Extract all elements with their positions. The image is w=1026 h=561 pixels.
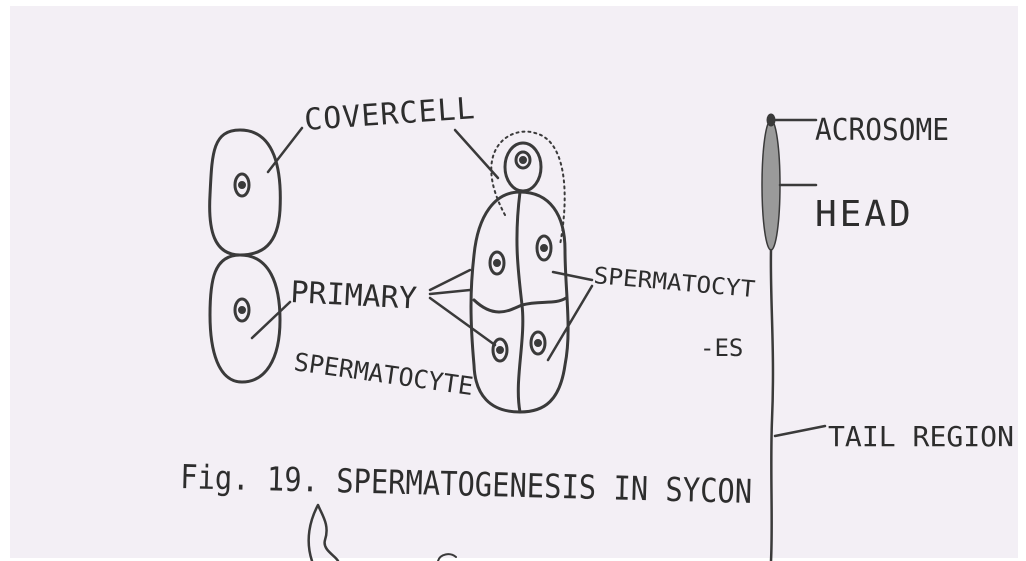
primary-pointer-right-3 [430, 298, 495, 345]
primary-pointer-left [252, 302, 290, 338]
primary-pointer-right-1 [430, 270, 470, 290]
spermatocytes-pointer-2 [548, 286, 592, 360]
label-covercell: COVERCELL [303, 91, 477, 138]
lower-right-nucleolus [536, 341, 541, 346]
label-tail-region: TAIL REGION [828, 420, 1014, 453]
left-cover-cell-nucleolus [240, 183, 245, 188]
right-cover-cell-nucleolus [521, 158, 526, 163]
dotted-enclosure [491, 132, 564, 245]
label-spermatocyt: SPERMATOCYT [592, 263, 756, 303]
sperm-head [762, 120, 780, 250]
partial-sketch-right [438, 554, 456, 561]
upper-right-nucleolus [542, 246, 547, 251]
label-acrosome: ACROSOME [815, 113, 949, 148]
lower-left-nucleolus [498, 348, 503, 353]
label-es: -ES [700, 334, 743, 362]
label-head: HEAD [815, 194, 914, 235]
sperm-tail [771, 250, 773, 561]
left-cover-cell [210, 130, 281, 255]
tail-pointer [775, 426, 825, 436]
cluster-vertical-divider [517, 192, 523, 412]
left-spermatocyte-nucleolus [240, 308, 245, 313]
primary-pointer-right-2 [430, 290, 470, 294]
label-spermatocyte: SPERMATOCYTE [292, 347, 475, 401]
partial-sketch-left [309, 505, 338, 561]
label-primary: PRIMARY [290, 275, 418, 317]
upper-left-nucleolus [495, 261, 500, 266]
spermatocytes-pointer-1 [553, 272, 592, 280]
sperm-cell [762, 114, 780, 561]
figure-caption: Fig. 19. SPERMATOGENESIS IN SYCON [180, 457, 753, 511]
covercell-pointer-right [455, 130, 498, 178]
